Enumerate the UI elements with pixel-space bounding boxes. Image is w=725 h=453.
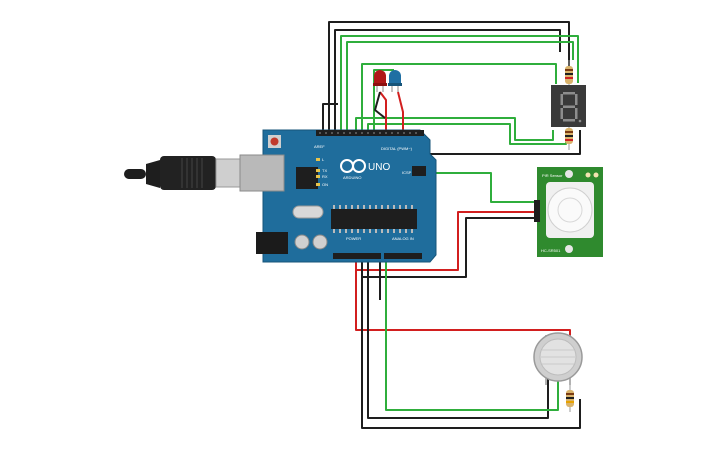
wire-black-gas-1[interactable] [361,255,581,429]
pir-pot-1[interactable] [585,172,591,178]
crystal [292,205,324,219]
icsp-label: ICSP [402,170,412,175]
board-model: UNO [368,162,390,173]
wire-green-seg-4[interactable] [355,117,554,141]
wire-black-seg-inner[interactable] [334,29,561,132]
board-leds [316,158,320,186]
wire-black-gas-2[interactable] [367,255,549,419]
pir-mount-bottom [565,245,573,253]
usb-plug-grip [181,158,203,188]
digital-label: DIGITAL (PWM~) [381,146,413,151]
arduino-board[interactable]: ICSP DIGITAL (PWM~) AREF UNO ARDUINO TX … [239,129,437,263]
wire-black-seg-6[interactable] [424,130,581,155]
usb-plug-body [160,156,216,190]
arduino-logo [340,159,366,173]
wire-green-seg-2[interactable] [346,41,574,132]
wire-red-gas[interactable] [355,255,571,345]
analog-header[interactable] [384,253,422,259]
reset-button-cap[interactable] [270,137,279,146]
pir-sensor[interactable]: PIR Sensor HC-SR501 [534,167,603,257]
analog-label: ANALOG IN [392,236,414,241]
pir-dome [547,187,593,233]
pir-mount-top [565,170,573,178]
power-header[interactable] [333,253,381,259]
seg-digit [560,92,582,123]
board-brand: ARDUINO [343,175,361,180]
usb-b-port [239,154,285,192]
dc-power-jack [256,232,288,254]
wire-green-seg-6[interactable] [373,69,394,132]
gas-sensor[interactable] [533,332,583,385]
led-red-body [374,70,386,84]
capacitor-1 [294,234,310,250]
resistor-gas[interactable] [566,385,574,412]
resistor-seg-top[interactable] [565,60,573,90]
led-blue[interactable] [388,70,402,92]
pir-label-top: PIR Sensor [542,173,563,178]
wires [322,21,581,429]
led-red[interactable] [373,70,387,92]
wire-black-led[interactable] [374,91,386,119]
usb-strain-relief [146,160,160,188]
atmega-chip [331,209,417,229]
usb-cable-strand [124,169,146,179]
wire-red-led-blue[interactable] [397,91,404,132]
pir-label-bottom: HC-SR501 [541,248,561,253]
wire-black-seg-top[interactable] [328,21,570,132]
capacitor-2 [312,234,328,250]
on-label: ON [322,182,328,187]
wire-black-seg-5[interactable] [322,103,338,132]
l-label: L [322,157,325,162]
seven-segment-display[interactable] [551,85,586,127]
resistor-seg-bottom[interactable] [565,125,573,150]
aref-label: AREF [314,144,325,149]
usb-chip [296,167,318,189]
digital-header[interactable] [316,130,424,136]
pir-header [534,200,540,222]
digital-header-pins [319,132,417,134]
power-label: POWER [346,236,361,241]
atmega-pins [333,205,413,233]
led-blue-body [389,70,401,84]
tx-label: TX [322,168,327,173]
wire-green-seg-1[interactable] [340,35,579,132]
wire-green-seg-3[interactable] [361,63,557,132]
rx-label: RX [322,174,328,179]
usb-plug-metal [215,158,243,188]
gas-sensor-mesh-lines [541,349,575,365]
wire-green-gas[interactable] [385,255,559,411]
led-blue-rim [388,83,402,86]
pir-pot-2[interactable] [593,172,599,178]
wire-red-led-red[interactable] [379,91,387,132]
led-red-rim [373,83,387,86]
pir-dome-lens [557,197,583,223]
icsp-header [412,166,426,176]
usb-cable[interactable] [124,156,243,190]
